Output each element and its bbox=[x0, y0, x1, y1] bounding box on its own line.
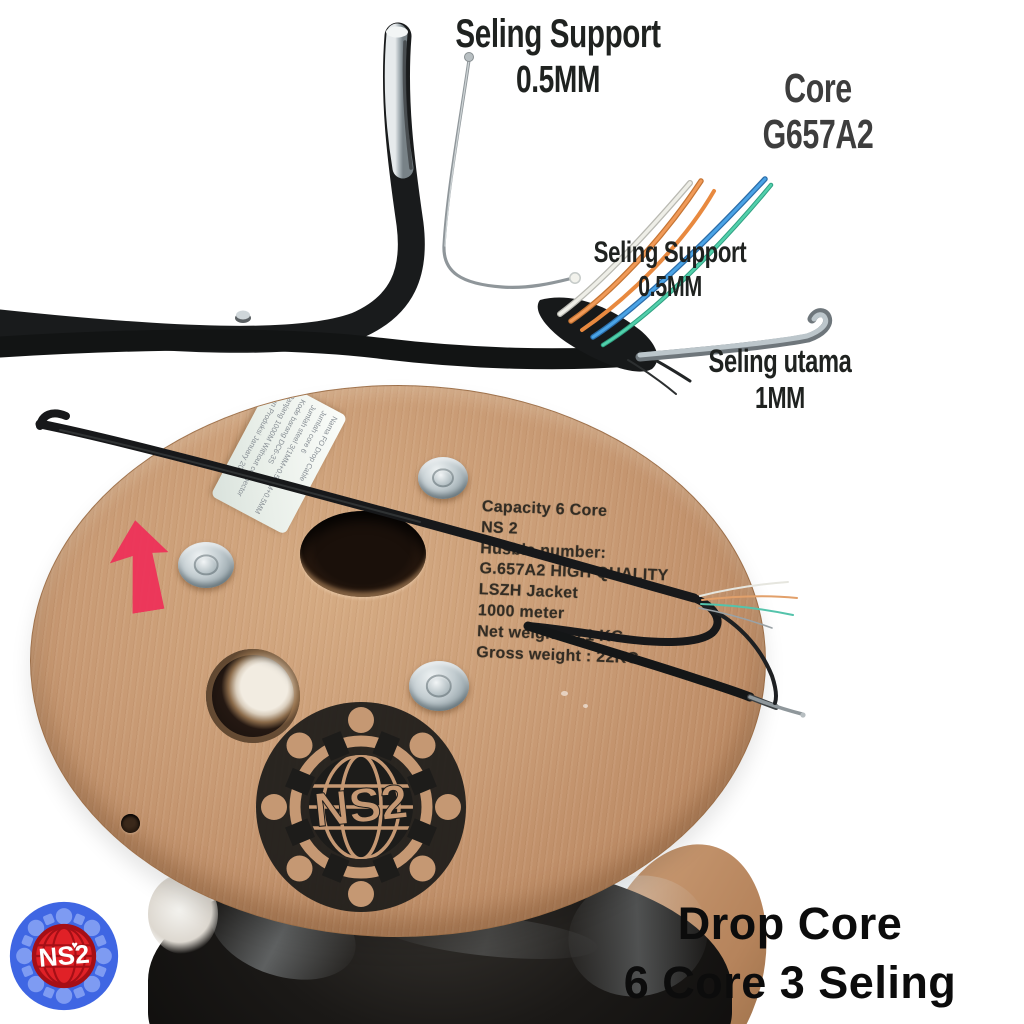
ns2-stamp-logo: NS2 bbox=[256, 702, 466, 912]
annotation-seling-support-mid: Seling Support 0.5MM bbox=[538, 236, 802, 303]
annotation-line: G657A2 bbox=[762, 110, 874, 157]
annotation-line: 1MM bbox=[755, 379, 805, 415]
spool-small-hole bbox=[121, 814, 140, 833]
annotation-line: 0.5MM bbox=[638, 270, 702, 303]
spool-stamp-text: Capacity 6 Core NS 2 Husble number: G.65… bbox=[476, 497, 737, 673]
screw-washer bbox=[409, 661, 469, 711]
paint-fleck bbox=[561, 691, 568, 696]
annotation-line: Core bbox=[784, 65, 852, 111]
screw-washer bbox=[178, 542, 234, 588]
annotation-line: 0.5MM bbox=[515, 58, 601, 101]
spool-side-hole bbox=[206, 649, 300, 743]
stamp-logo-text: NS2 bbox=[312, 775, 410, 837]
screw-washer bbox=[418, 457, 468, 499]
heart-icon: ♥ bbox=[71, 939, 77, 951]
badge-logo-text: NS2 bbox=[37, 939, 90, 973]
paint-fleck bbox=[583, 704, 588, 708]
up-arrow-icon bbox=[105, 515, 176, 616]
product-title: Drop Core 6 Core 3 Seling bbox=[575, 894, 1005, 1013]
annotation-seling-support-top: Seling Support 0.5MM bbox=[398, 12, 718, 102]
spec-label-sticker: Nama FO Drop Cable Jumlah core 6 Jumlah … bbox=[210, 386, 348, 535]
annotation-line: Seling Support bbox=[593, 236, 747, 269]
annotation-line: Seling Support bbox=[455, 12, 661, 56]
annotation-seling-utama: Seling utama 1MM bbox=[645, 343, 915, 416]
spool-center-hole bbox=[300, 511, 426, 597]
spool-face: Nama FO Drop Cable Jumlah core 6 Jumlah … bbox=[30, 385, 766, 937]
product-title-line1: Drop Core bbox=[677, 898, 903, 949]
ns2-badge-logo: NS2 ♥ bbox=[9, 901, 119, 1011]
annotation-core-g657a2: Core G657A2 bbox=[688, 65, 948, 158]
product-title-line2: 6 Core 3 Seling bbox=[623, 957, 957, 1009]
annotation-line: Seling utama bbox=[708, 343, 852, 379]
